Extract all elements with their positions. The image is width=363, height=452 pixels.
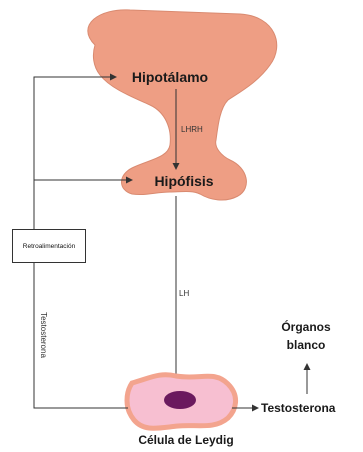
lhrh-label: LHRH <box>181 125 203 134</box>
hypothalamus-label: Hipotálamo <box>132 69 208 85</box>
feedback-label: Retroalimentación <box>23 243 75 250</box>
testosterone-label: Testosterona <box>261 401 336 415</box>
lh-label: LH <box>179 289 189 298</box>
feedback-testosterone-label: Testosterona <box>39 312 48 358</box>
target-organs-label-line2: blanco <box>287 338 326 352</box>
hypothalamus-pituitary-shape <box>88 10 277 200</box>
feedback-box: Retroalimentación <box>12 229 86 263</box>
target-organs-label-line1: Órganos <box>281 319 331 334</box>
pituitary-label: Hipófisis <box>154 173 213 189</box>
leydig-label: Célula de Leydig <box>138 433 233 447</box>
leydig-nucleus <box>164 391 196 409</box>
